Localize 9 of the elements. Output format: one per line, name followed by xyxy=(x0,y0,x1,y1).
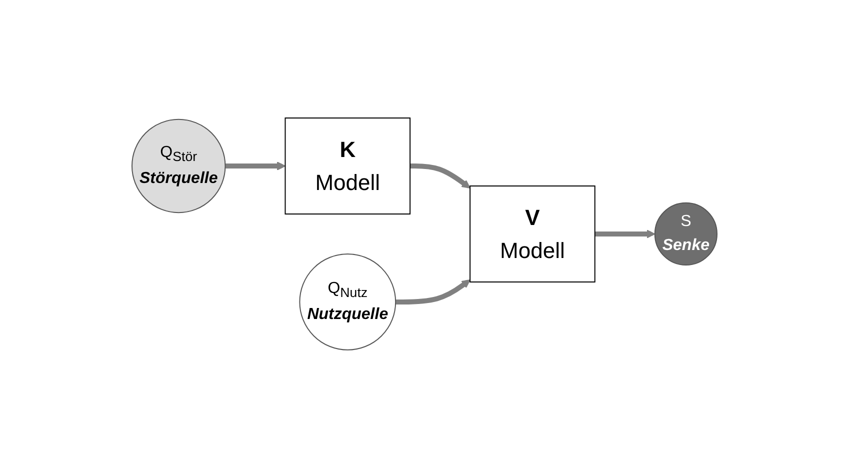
node-box: K Modell xyxy=(284,117,410,214)
arrow xyxy=(395,279,470,304)
arrow xyxy=(594,229,655,238)
node-box: V Modell xyxy=(469,185,595,282)
arrow xyxy=(224,161,286,170)
node-circle: S Senke xyxy=(654,202,717,266)
node-circle: Q$_{Stör}$ Störquelle xyxy=(131,118,226,213)
node-circle: Q$_{Nutz}$ Nutzquelle xyxy=(298,253,396,350)
arrow xyxy=(410,163,470,188)
